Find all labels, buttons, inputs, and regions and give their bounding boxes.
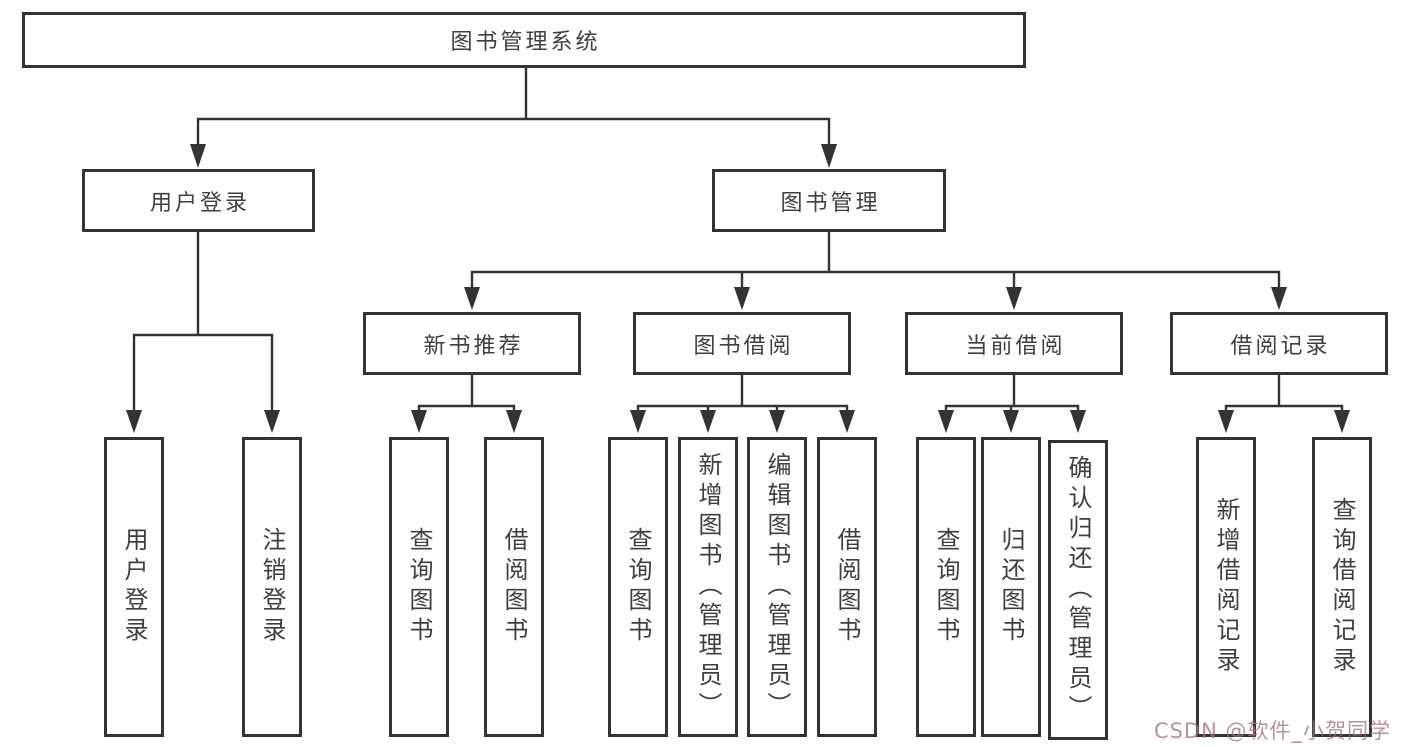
node-current-borrowing: 当前借阅 (905, 312, 1123, 375)
leaf-user-login: 用户登录 (104, 437, 164, 737)
node-user-login-label: 用户登录 (149, 190, 250, 216)
leaf-borrow-books-recommend-label: 借阅图书 (500, 527, 528, 647)
node-book-management: 图书管理 (712, 169, 946, 232)
node-library-system-label: 图书管理系统 (450, 30, 601, 55)
leaf-edit-book-admin-label: 编辑图书（管理员） (763, 452, 791, 722)
leaf-edit-book-admin: 编辑图书（管理员） (747, 437, 807, 737)
leaf-borrow-books: 借阅图书 (817, 437, 877, 737)
node-book-borrowing: 图书借阅 (633, 312, 851, 375)
leaf-add-book-admin: 新增图书（管理员） (678, 437, 738, 737)
leaf-confirm-return-admin: 确认归还（管理员） (1048, 440, 1108, 740)
node-library-system: 图书管理系统 (22, 12, 1026, 68)
leaf-logout-label: 注销登录 (258, 527, 286, 647)
node-user-login: 用户登录 (82, 169, 315, 232)
csdn-watermark: CSDN @软件_小贺同学 (1153, 719, 1391, 743)
node-borrowing-records-label: 借阅记录 (1230, 333, 1331, 359)
node-new-book-recommend-label: 新书推荐 (423, 333, 524, 359)
leaf-logout: 注销登录 (242, 437, 302, 737)
leaf-query-books-recommend-label: 查询图书 (405, 527, 433, 647)
leaf-query-books-current: 查询图书 (916, 437, 976, 737)
node-book-management-label: 图书管理 (780, 190, 881, 216)
elbow-connectors (132, 68, 1344, 412)
leaf-return-book-label: 归还图书 (997, 527, 1025, 647)
leaf-query-borrow-record-label: 查询借阅记录 (1328, 497, 1356, 677)
leaf-query-books-current-label: 查询图书 (932, 527, 960, 647)
leaf-add-borrow-record-label: 新增借阅记录 (1212, 497, 1240, 677)
leaf-query-books-recommend: 查询图书 (389, 437, 449, 737)
leaf-confirm-return-admin-label: 确认归还（管理员） (1064, 455, 1092, 725)
leaf-user-login-label: 用户登录 (120, 527, 148, 647)
leaf-add-borrow-record: 新增借阅记录 (1196, 437, 1256, 737)
node-borrowing-records: 借阅记录 (1170, 312, 1388, 375)
node-current-borrowing-label: 当前借阅 (965, 333, 1066, 359)
leaf-borrow-books-recommend: 借阅图书 (484, 437, 544, 737)
arrowheads (126, 144, 1350, 433)
leaf-query-books-borrow-label: 查询图书 (624, 527, 652, 647)
leaf-return-book: 归还图书 (981, 437, 1041, 737)
leaf-query-books-borrow: 查询图书 (608, 437, 668, 737)
node-new-book-recommend: 新书推荐 (363, 312, 581, 375)
leaf-add-book-admin-label: 新增图书（管理员） (694, 452, 722, 722)
leaf-query-borrow-record: 查询借阅记录 (1312, 437, 1372, 737)
node-book-borrowing-label: 图书借阅 (693, 333, 794, 359)
leaf-borrow-books-label: 借阅图书 (833, 527, 861, 647)
